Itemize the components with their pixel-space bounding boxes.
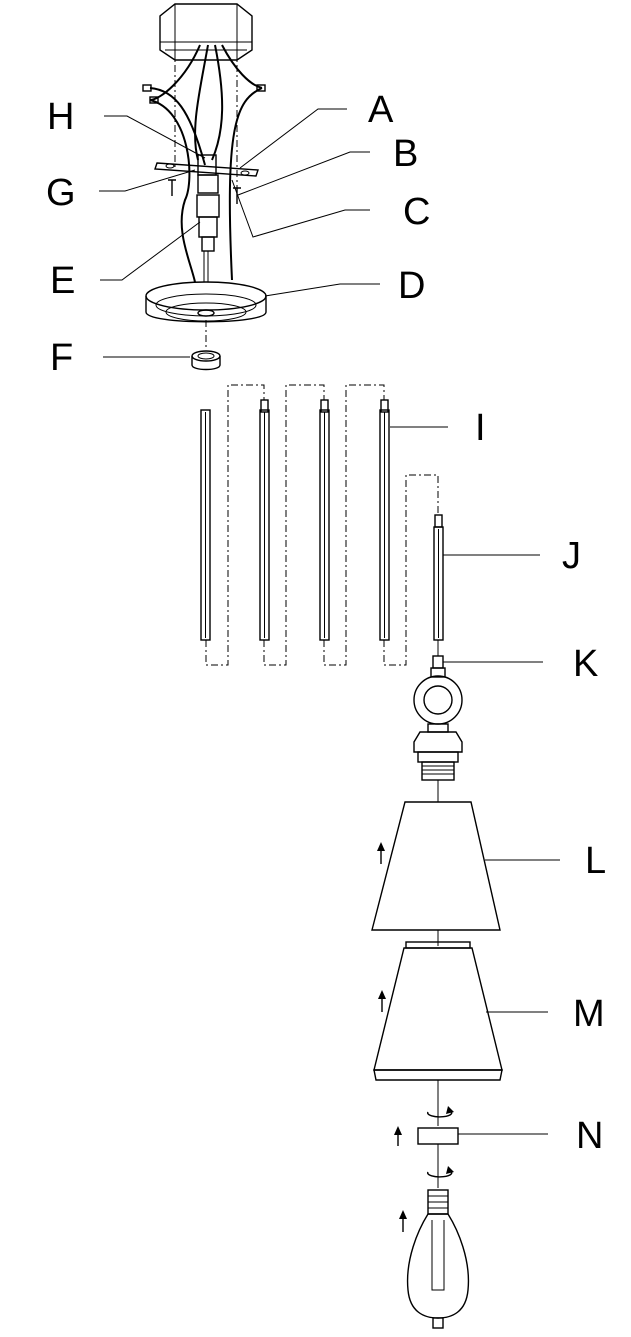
rod-connection-guides <box>205 384 439 666</box>
label-f: F <box>50 337 73 379</box>
canopy <box>145 281 267 323</box>
shade-upper <box>371 801 501 931</box>
label-d: D <box>398 265 425 307</box>
shade-ring <box>394 1106 459 1146</box>
leader-lines <box>99 108 560 1135</box>
label-e: E <box>50 260 75 302</box>
edison-bulb <box>399 1166 470 1329</box>
canopy-lock-nut <box>191 350 221 371</box>
threaded-nipple-assembly <box>196 174 220 282</box>
label-k: K <box>573 643 598 685</box>
label-i: I <box>475 407 486 449</box>
label-g: G <box>46 172 76 214</box>
hanging-loop <box>413 667 463 725</box>
label-a: A <box>368 89 394 131</box>
label-h: H <box>47 96 74 138</box>
shade-lower <box>373 941 503 1081</box>
supply-wires <box>142 44 266 283</box>
lamp-socket <box>413 723 463 802</box>
label-b: B <box>393 133 418 175</box>
label-m: M <box>573 993 605 1035</box>
coupling <box>432 640 444 669</box>
long-rods <box>200 399 390 641</box>
label-l: L <box>585 840 606 882</box>
short-rod <box>433 514 444 641</box>
label-j: J <box>562 535 581 577</box>
label-c: C <box>403 191 430 233</box>
label-n: N <box>576 1115 603 1157</box>
mounting-crossbar <box>154 154 259 204</box>
